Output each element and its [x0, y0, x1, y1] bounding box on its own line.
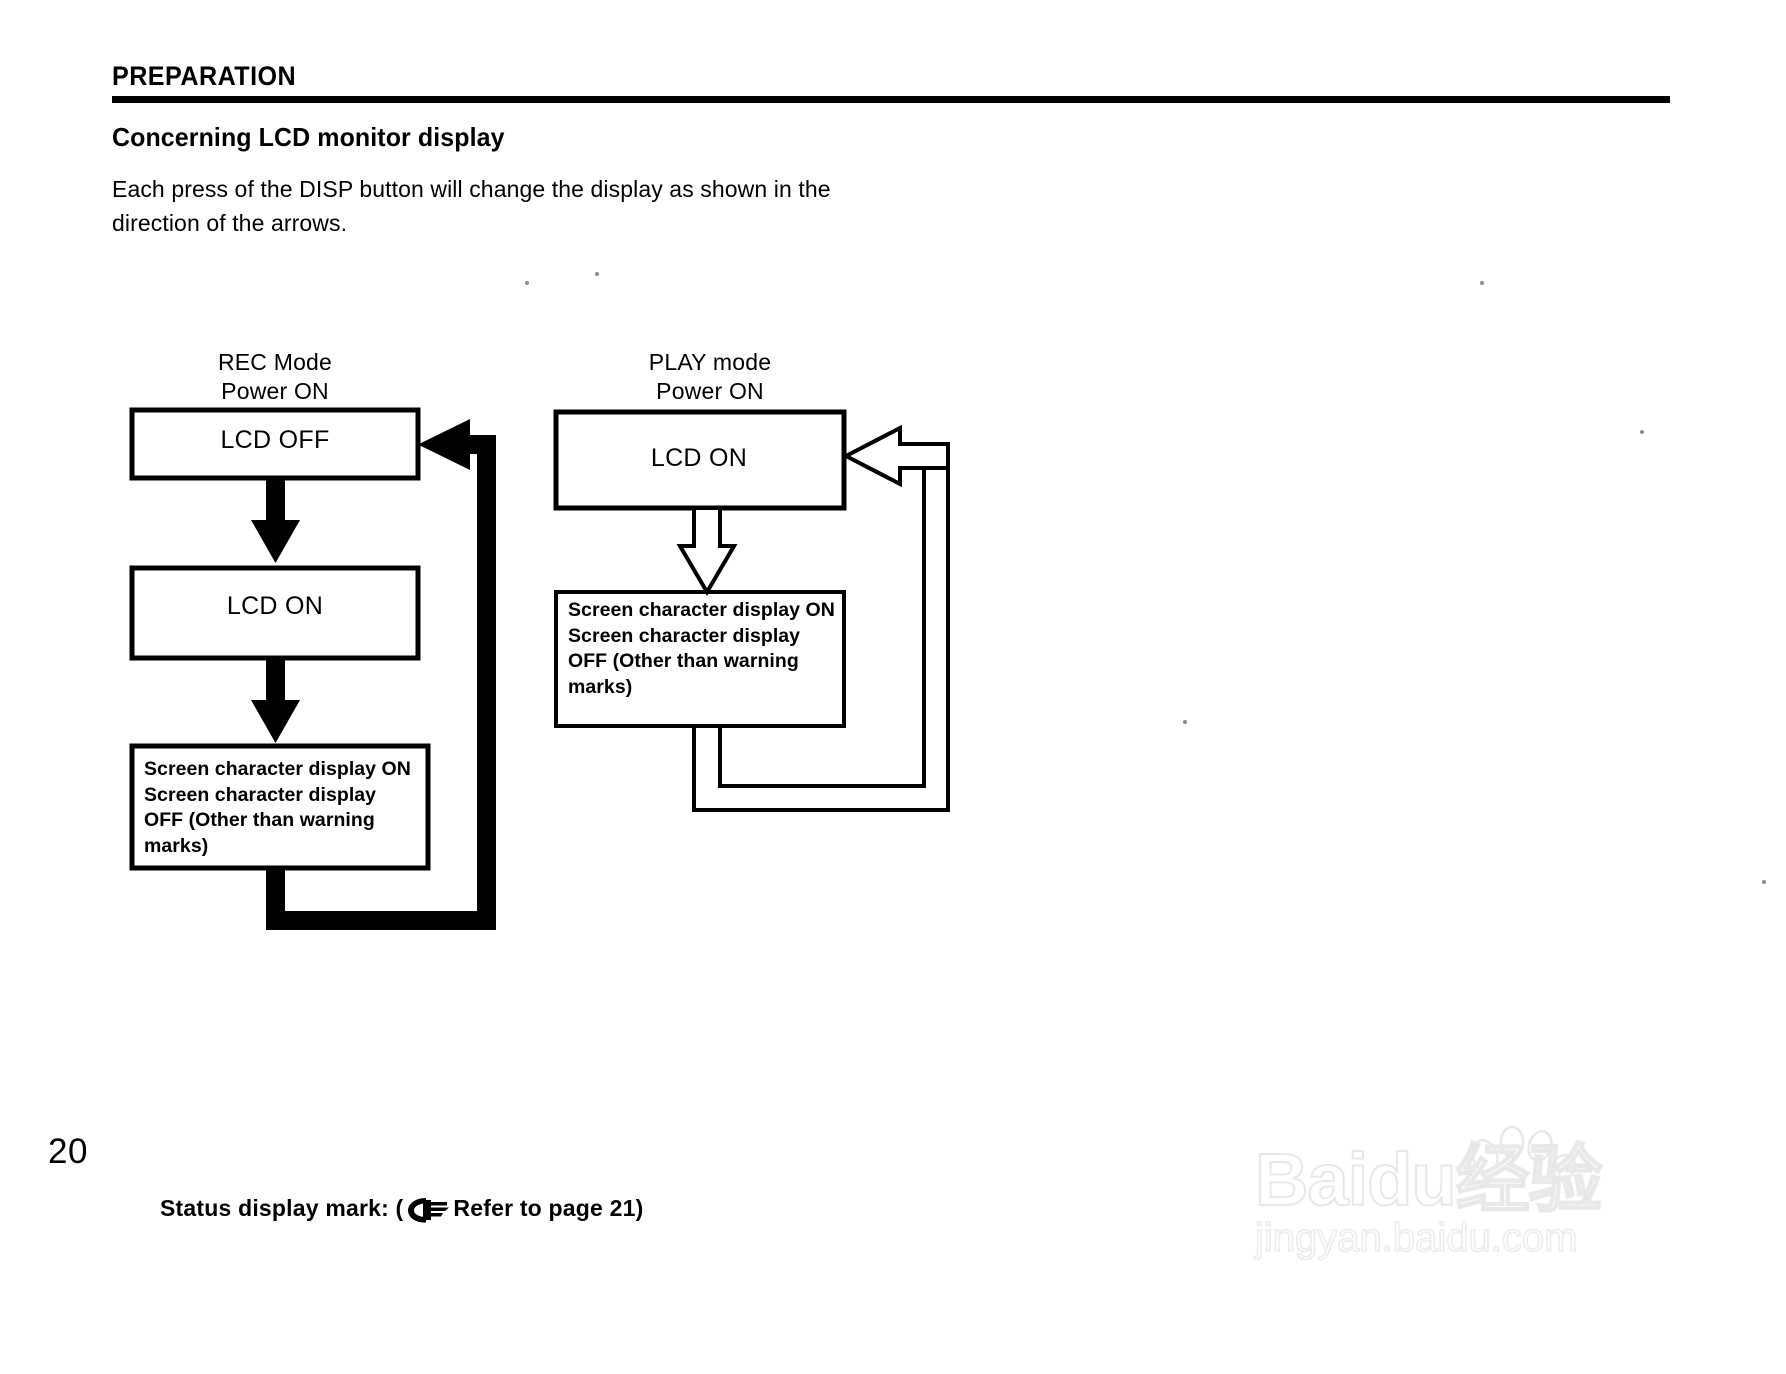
- rec-box-2-label: LCD ON: [226, 592, 324, 620]
- rec-box-3-line-1: Screen character display ON: [144, 758, 411, 780]
- play-arrowhead-outline: [841, 424, 950, 488]
- watermark-sub: jingyan.baidu.com: [1254, 1215, 1578, 1261]
- play-box-2-line-4: marks): [568, 675, 633, 698]
- status-note-prefix: Status display mark: (: [160, 1194, 404, 1221]
- rec-arrow-1-solid: [251, 478, 300, 563]
- rec-mode-label-line2: Power ON: [221, 378, 329, 404]
- play-box-2-line-2: Screen character display: [568, 624, 801, 647]
- page-number: 20: [48, 1132, 88, 1171]
- subsection-title: Concerning LCD monitor display: [112, 122, 505, 152]
- play-mode-label: PLAY mode Power ON: [560, 348, 860, 406]
- page-header: PREPARATION: [112, 61, 1672, 103]
- play-box-2-line-1: Screen character display ON: [568, 599, 835, 621]
- intro-paragraph: Each press of the DISP button will chang…: [112, 176, 831, 236]
- scan-speck: [525, 281, 529, 285]
- rec-box-3-label: Screen character display ON Screen chara…: [144, 757, 434, 859]
- scan-speck: [1640, 430, 1644, 434]
- rec-mode-label: REC Mode Power ON: [130, 348, 420, 406]
- status-note-suffix: Refer to page 21): [453, 1194, 644, 1221]
- scan-speck: [1183, 720, 1187, 724]
- play-arrow-1-outline: [676, 506, 738, 596]
- rec-mode-label-line1: REC Mode: [217, 349, 333, 375]
- page-title: PREPARATION: [112, 61, 297, 91]
- baidu-watermark: Baidu经验 jingyan.baidu.com: [1254, 1126, 1675, 1261]
- scan-speck: [1480, 281, 1484, 285]
- rec-box-3-line-3: OFF (Other than warning: [144, 809, 375, 831]
- play-mode-label-line1: PLAY mode: [648, 349, 772, 375]
- scan-speck: [1762, 880, 1766, 884]
- status-display-mark-note: Status display mark: ( Refer to page 21): [160, 1193, 643, 1223]
- rec-box-1-label: LCD OFF: [220, 426, 330, 454]
- rec-box-3-line-2: Screen character display: [144, 783, 377, 806]
- play-mode-label-line2: Power ON: [656, 378, 764, 404]
- watermark-main: Baidu经验: [1254, 1138, 1675, 1221]
- header-divider: [112, 95, 1670, 103]
- pointing-hand-icon: [405, 1195, 451, 1225]
- rec-box-3-line-4: marks): [144, 834, 209, 857]
- watermark-cjk: 经验: [1455, 1138, 1604, 1221]
- watermark-brand: Baidu: [1254, 1138, 1458, 1221]
- rec-arrow-2-solid: [251, 658, 300, 743]
- paw-icon: [1471, 1126, 1577, 1183]
- scan-speck: [595, 272, 599, 276]
- play-box-2-line-3: OFF (Other than warning: [568, 650, 799, 672]
- play-box-2-label: Screen character display ON Screen chara…: [568, 598, 858, 700]
- play-box-1-label: LCD ON: [650, 444, 748, 472]
